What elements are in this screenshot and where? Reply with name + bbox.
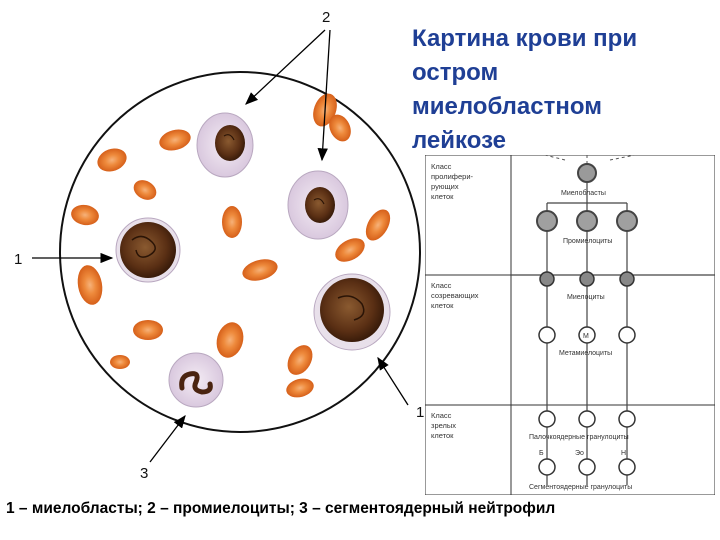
erythrocyte bbox=[110, 355, 130, 369]
myeloblast-cell bbox=[313, 273, 391, 351]
erythrocyte bbox=[287, 345, 313, 375]
scheme-m-letter: М bbox=[583, 333, 589, 340]
scheme-metamyelocyte-cells bbox=[538, 326, 636, 344]
figure-caption: 1 – миелобласты; 2 – промиелоциты; 3 – с… bbox=[6, 500, 556, 517]
scheme-myelocyte-cells bbox=[539, 271, 635, 287]
scheme-eo-letter: Эо bbox=[575, 450, 584, 457]
scheme-myeloblasts-label: Миелобласты bbox=[561, 189, 606, 197]
segmented-neutrophil-cell bbox=[168, 352, 224, 408]
erythrocyte bbox=[97, 148, 127, 172]
class-proliferating-line-1: Класс bbox=[431, 162, 452, 171]
label-2: 2 bbox=[322, 9, 330, 26]
class-proliferating-line-3: рующих bbox=[431, 182, 459, 191]
erythrocyte bbox=[77, 265, 103, 305]
promyelocyte-cell bbox=[287, 170, 349, 240]
class-proliferating-line-4: клеток bbox=[431, 192, 454, 201]
erythrocyte bbox=[71, 204, 99, 226]
scheme-metamyelocytes-label: Метамиелоциты bbox=[559, 350, 612, 357]
scheme-segmented-granulocytes-label: Сегментоядерные гранулоциты bbox=[529, 484, 632, 491]
label-3: 3 bbox=[140, 465, 148, 482]
erythrocyte bbox=[133, 180, 157, 200]
scheme-band-granulocytes-label: Палочкоядерные гранулоциты bbox=[529, 434, 629, 441]
scheme-myelocytes-label: Миелоциты bbox=[567, 294, 605, 301]
page-title: Картина крови при остром миелобластном л… bbox=[412, 22, 712, 158]
erythrocyte bbox=[222, 206, 242, 238]
class-maturing-line-2: созревающих bbox=[431, 291, 479, 300]
erythrocyte bbox=[133, 320, 163, 340]
class-proliferating-line-2: пролифери- bbox=[431, 172, 474, 181]
scheme-myeloblast-cell bbox=[577, 163, 597, 183]
title-line-2: остром bbox=[412, 59, 499, 86]
erythrocyte bbox=[159, 129, 191, 151]
erythrocyte bbox=[335, 238, 365, 262]
myeloblast-cell bbox=[115, 217, 181, 283]
class-mature-line-3: клеток bbox=[431, 431, 454, 440]
scheme-band-granulocyte-cells bbox=[538, 410, 636, 428]
scheme-b-letter: Б bbox=[539, 450, 544, 457]
erythrocyte bbox=[242, 259, 278, 281]
scheme-n-letter: Н bbox=[621, 450, 626, 457]
erythrocytes bbox=[71, 93, 391, 398]
erythrocyte bbox=[365, 209, 391, 241]
erythrocyte bbox=[329, 114, 351, 142]
label-1-left: 1 bbox=[14, 251, 22, 268]
hematopoiesis-scheme: Класс пролифери- рующих клеток Класс соз… bbox=[425, 155, 715, 495]
title-line-3: миелобластном bbox=[412, 93, 602, 120]
promyelocyte-cell bbox=[196, 112, 254, 178]
title-line-4: лейкозе bbox=[412, 127, 507, 154]
scheme-promyelocyte-cells bbox=[536, 210, 638, 232]
class-mature-line-2: зрелых bbox=[431, 421, 456, 430]
class-mature-line-1: Класс bbox=[431, 411, 452, 420]
erythrocyte bbox=[216, 322, 244, 358]
pointer-arrows bbox=[32, 29, 409, 463]
title-line-1: Картина крови при bbox=[412, 25, 638, 52]
scheme-promyelocytes-label: Промиелоциты bbox=[563, 238, 612, 245]
class-maturing-line-1: Класс bbox=[431, 281, 452, 290]
label-1-right: 1 bbox=[416, 404, 424, 421]
erythrocyte bbox=[286, 378, 314, 398]
class-maturing-line-3: клеток bbox=[431, 301, 454, 310]
scheme-segmented-granulocyte-cells bbox=[538, 458, 636, 476]
